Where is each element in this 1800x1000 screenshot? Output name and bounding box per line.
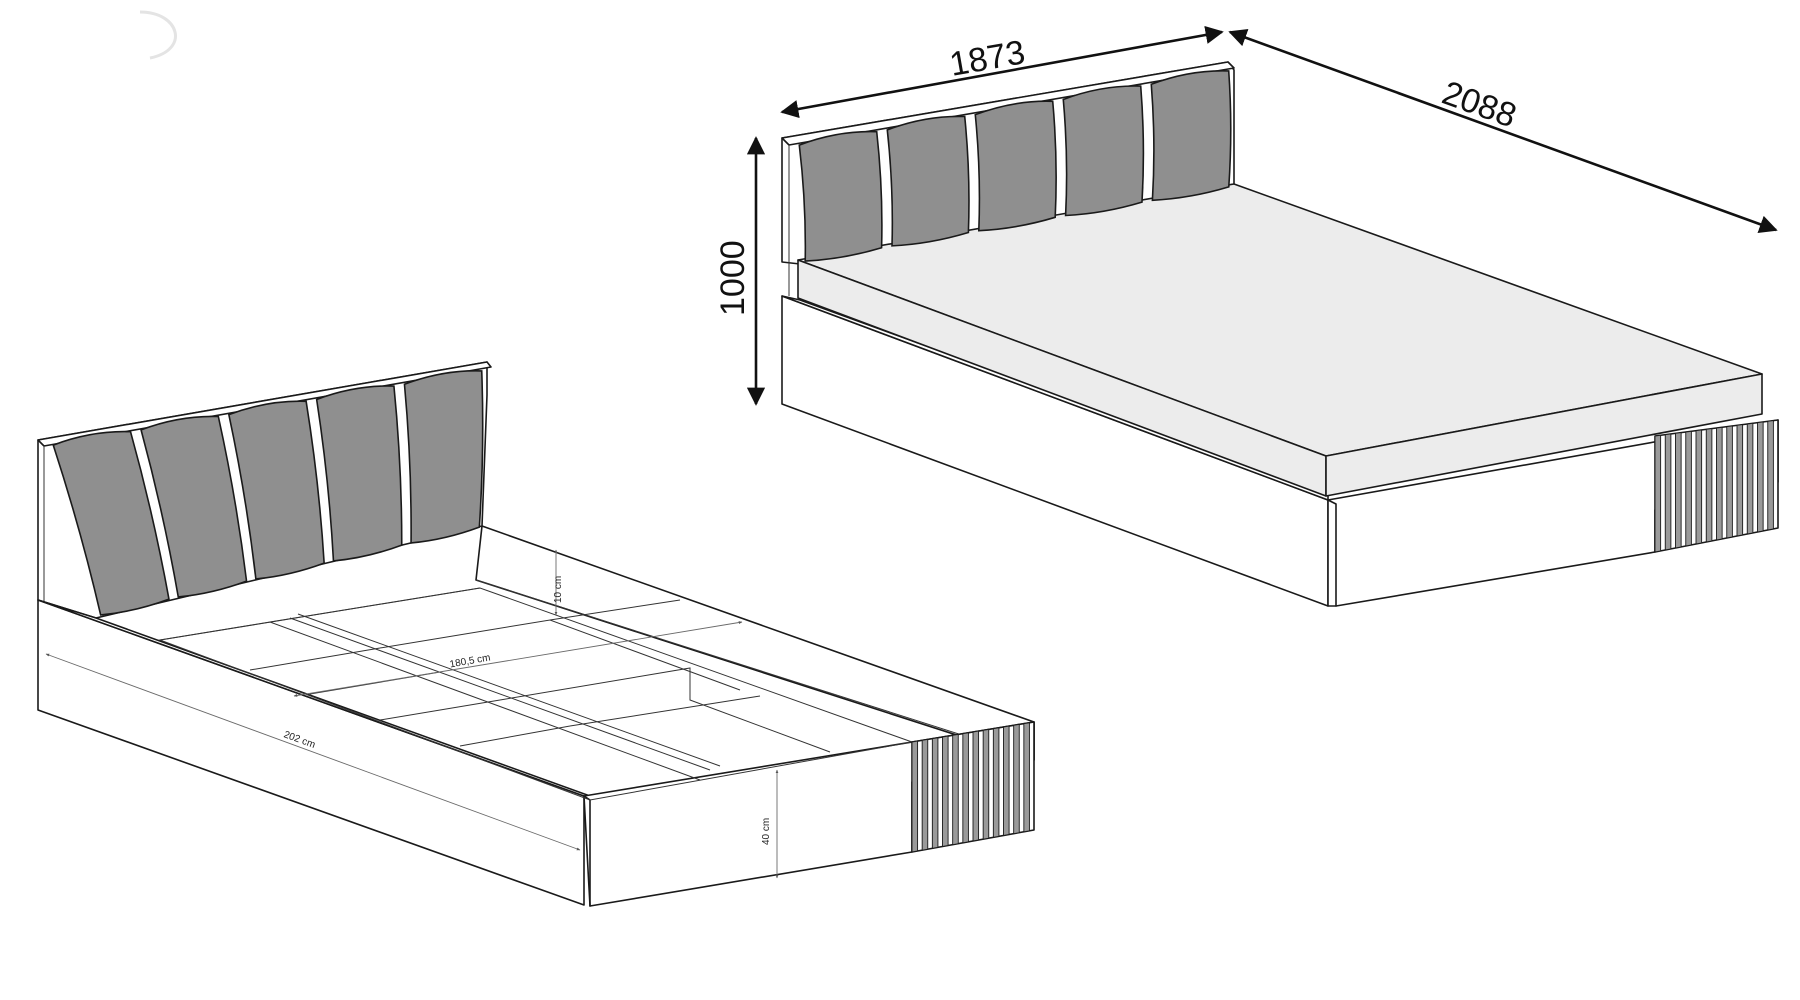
- frame-cross-slat-3: [379, 699, 501, 721]
- frame-headboard-rise-label: 10 cm: [553, 576, 564, 603]
- frame-cross-slat-5: [499, 667, 831, 753]
- frame-foot-slats: [911, 721, 1035, 853]
- frame-slat-4: [942, 735, 949, 848]
- mattress-slat-4: [1685, 430, 1692, 547]
- frame-cushion-3: [227, 400, 325, 580]
- frame-slat-5: [952, 733, 959, 846]
- frame-cushion-5: [403, 370, 484, 544]
- mattress-slat-2: [1664, 433, 1672, 551]
- mattress-slat-9: [1736, 424, 1744, 537]
- mattress-base-foot-edge: [1327, 499, 1337, 607]
- frame-slat-9: [992, 727, 1000, 838]
- mattress-foot-slats: [1654, 419, 1779, 553]
- mattress-slat-1: [1654, 434, 1662, 553]
- frame-length-dimline: [45, 653, 581, 851]
- mattress-cushion-3: [974, 100, 1057, 232]
- mattress-slat-6: [1705, 428, 1713, 543]
- frame-slat-6: [962, 732, 969, 844]
- frame-slat-8: [982, 728, 990, 840]
- mattress-slat-12: [1767, 420, 1774, 531]
- frame-slat-1: [911, 740, 919, 853]
- frame-slat-rail-2: [269, 587, 481, 623]
- mattress-slat-10: [1746, 422, 1754, 535]
- frame-slat-2: [921, 738, 929, 851]
- frame-slat-3: [931, 737, 939, 849]
- frame-cross-slat-8: [549, 599, 681, 621]
- mattress-cushion-1: [798, 130, 883, 262]
- mattress-length-arrow: [1228, 29, 1778, 233]
- frame-slat-10: [1003, 725, 1010, 837]
- frame-cross-slat-6: [569, 695, 761, 727]
- mattress-height-label: 1000: [714, 240, 752, 316]
- mattress-width-label: 1873: [947, 33, 1028, 84]
- mattress-slat-5: [1695, 429, 1703, 545]
- frame-cushion-4: [315, 385, 403, 562]
- frame-slat-11: [1013, 723, 1020, 835]
- frame-cross-slat-1: [249, 647, 381, 671]
- frame-headboard-cushions: [52, 370, 484, 616]
- mattress-cushion-2: [886, 115, 970, 247]
- mattress-slat-8: [1726, 425, 1733, 539]
- mattress-cushion-4: [1062, 85, 1145, 217]
- frame-inner-width-label: 180,5 cm: [449, 652, 491, 670]
- mattress-slat-7: [1716, 426, 1723, 541]
- frame-inner-width-dimline: [293, 621, 743, 697]
- frame-cushion-1: [52, 430, 170, 616]
- mattress-foot-side: [1325, 373, 1763, 497]
- frame-right-side-panel: [475, 525, 1035, 761]
- mattress-length-label: 2088: [1437, 74, 1521, 136]
- frame-left-side-panel: [37, 599, 585, 906]
- frame-slat-7: [972, 730, 980, 842]
- mattress-width-arrow: [780, 25, 1224, 119]
- frame-side-height-label: 40 cm: [761, 818, 772, 845]
- frame-cross-slat-4: [459, 725, 571, 747]
- mattress-slat-11: [1757, 421, 1764, 533]
- mattress-slat-3: [1675, 432, 1682, 549]
- mattress-cushion-5: [1150, 70, 1232, 202]
- corner-mark-decoration: [139, 10, 177, 60]
- frame-bed-drawing: 202 cm 180,5 cm 10 cm 40 cm: [37, 361, 1035, 907]
- mattress-bed-drawing: 1873 2088 1000: [714, 25, 1779, 607]
- frame-slat-12: [1023, 722, 1030, 833]
- frame-right-side-inner: [475, 579, 1035, 759]
- frame-cushion-2: [140, 415, 248, 598]
